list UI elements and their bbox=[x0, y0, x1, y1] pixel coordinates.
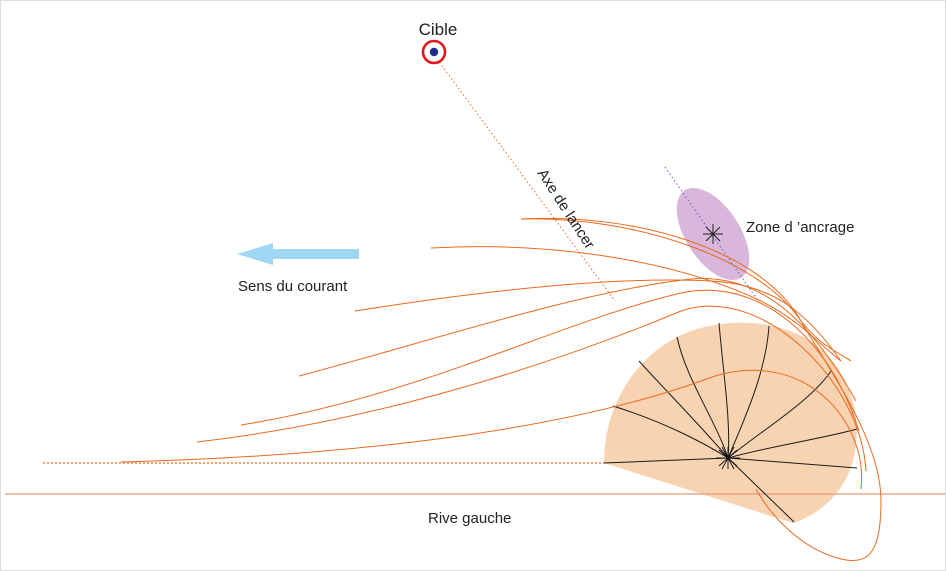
fan-ray bbox=[718, 322, 730, 459]
fan-ray bbox=[727, 457, 858, 469]
fan-ray bbox=[603, 457, 729, 464]
drift-line bbox=[240, 289, 860, 432]
drift-line-loop bbox=[520, 217, 882, 561]
target-icon bbox=[421, 39, 447, 65]
fan-rays bbox=[603, 322, 858, 523]
fan-ray bbox=[676, 336, 729, 459]
fan-ray bbox=[727, 457, 795, 523]
pivot-star-icon bbox=[716, 446, 740, 470]
drift-line bbox=[196, 305, 867, 472]
drift-lines bbox=[120, 217, 882, 561]
fan-ray bbox=[612, 405, 729, 459]
cast-axis-line bbox=[436, 58, 616, 302]
sector-area bbox=[604, 322, 857, 523]
target-label: Cible bbox=[419, 20, 458, 39]
drift-line bbox=[430, 246, 842, 362]
drift-line bbox=[354, 279, 842, 362]
anchor-zone-label: Zone d ’ancrage bbox=[746, 219, 854, 236]
fan-ray bbox=[727, 325, 770, 459]
anchor-star-icon bbox=[703, 224, 723, 244]
bank-label: Rive gauche bbox=[428, 510, 511, 527]
drift-line bbox=[298, 278, 857, 402]
current-arrow-icon bbox=[237, 243, 359, 265]
fan-ray bbox=[727, 370, 832, 459]
drift-line bbox=[520, 218, 852, 362]
current-label: Sens du courant bbox=[238, 278, 348, 295]
drift-line bbox=[120, 369, 863, 490]
fan-ray bbox=[727, 428, 858, 459]
fan-ray bbox=[638, 360, 729, 459]
cast-axis-label: Axe de lancer bbox=[534, 166, 598, 252]
